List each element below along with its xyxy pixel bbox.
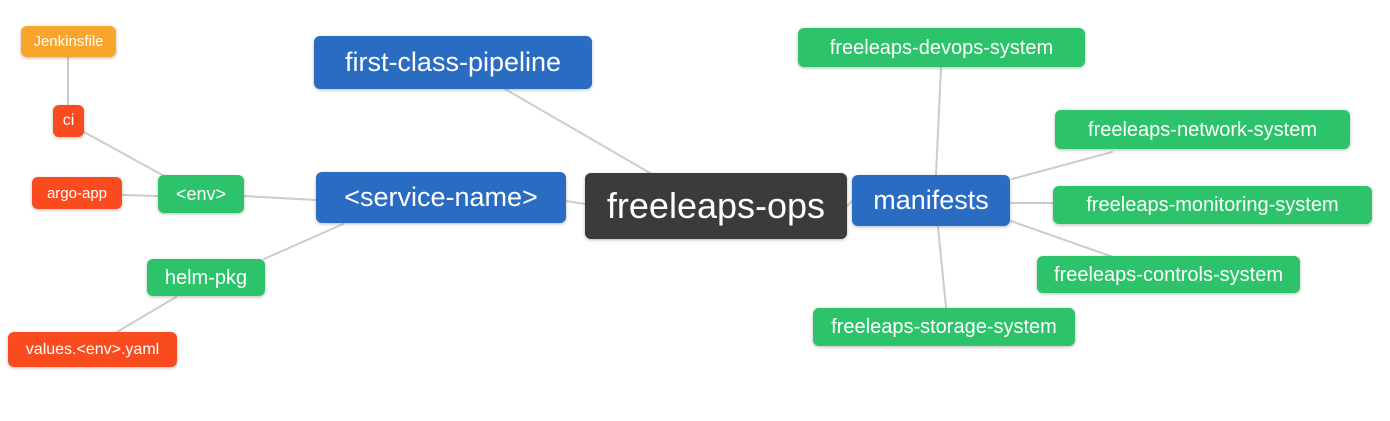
edge-root-first-class-pipeline	[504, 88, 651, 174]
node-service-name[interactable]: <service-name>	[316, 172, 566, 223]
edge-root-service-name	[565, 200, 586, 205]
node-jenkinsfile[interactable]: Jenkinsfile	[21, 26, 116, 57]
node-freeleaps-monitoring-system[interactable]: freeleaps-monitoring-system	[1053, 186, 1372, 224]
node-first-class-pipeline[interactable]: first-class-pipeline	[314, 36, 592, 89]
node-freeleaps-storage-system[interactable]: freeleaps-storage-system	[813, 308, 1075, 346]
edge-manifests-network-system	[1011, 151, 1113, 180]
node-freeleaps-controls-system[interactable]: freeleaps-controls-system	[1037, 256, 1300, 293]
edge-env-ci	[83, 131, 167, 178]
node-env[interactable]: <env>	[158, 175, 244, 213]
node-freeleaps-devops-system[interactable]: freeleaps-devops-system	[798, 28, 1085, 67]
node-argo-app[interactable]: argo-app	[32, 177, 122, 209]
node-values-env-yaml[interactable]: values.<env>.yaml	[8, 332, 177, 367]
node-freeleaps-network-system[interactable]: freeleaps-network-system	[1055, 110, 1350, 149]
edge-env-argo-app	[121, 194, 159, 197]
edge-manifests-controls-system	[1010, 220, 1114, 258]
node-freeleaps-ops-root[interactable]: freeleaps-ops	[585, 173, 847, 239]
edge-service-name-env	[242, 195, 317, 201]
node-ci[interactable]: ci	[53, 105, 84, 137]
edge-manifests-devops-system	[935, 67, 942, 176]
edge-helm-pkg-values-env-yaml	[116, 296, 177, 333]
node-helm-pkg[interactable]: helm-pkg	[147, 259, 265, 296]
edge-service-name-helm-pkg	[263, 223, 344, 260]
node-manifests[interactable]: manifests	[852, 175, 1010, 226]
edge-manifests-storage-system	[937, 226, 947, 308]
